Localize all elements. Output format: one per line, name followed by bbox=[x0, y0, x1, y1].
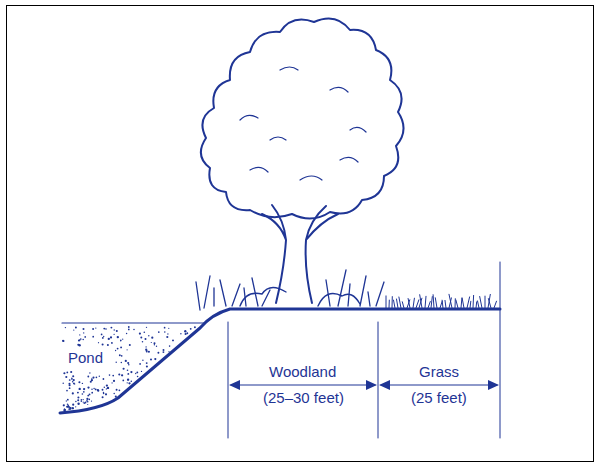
woodland-dimension: (25–30 feet) bbox=[261, 390, 346, 407]
woodland-label: Woodland bbox=[267, 364, 338, 381]
dimension-arrows bbox=[231, 384, 497, 385]
pond-stipple bbox=[62, 326, 196, 411]
pond-label: Pond bbox=[66, 350, 105, 367]
bank-ground-line bbox=[60, 309, 500, 413]
shrub bbox=[240, 287, 360, 306]
tall-grass bbox=[196, 270, 384, 310]
woodland-arrowheads bbox=[229, 380, 377, 390]
tree-canopy bbox=[201, 18, 404, 218]
grass-label: Grass bbox=[417, 364, 461, 381]
frame bbox=[7, 6, 594, 462]
canopy-texture bbox=[240, 67, 366, 180]
grass-dimension: (25 feet) bbox=[409, 390, 469, 407]
tree-trunk bbox=[262, 205, 338, 303]
pond-surface bbox=[62, 322, 205, 323]
short-grass bbox=[386, 294, 497, 308]
grass-arrowheads bbox=[379, 380, 499, 390]
